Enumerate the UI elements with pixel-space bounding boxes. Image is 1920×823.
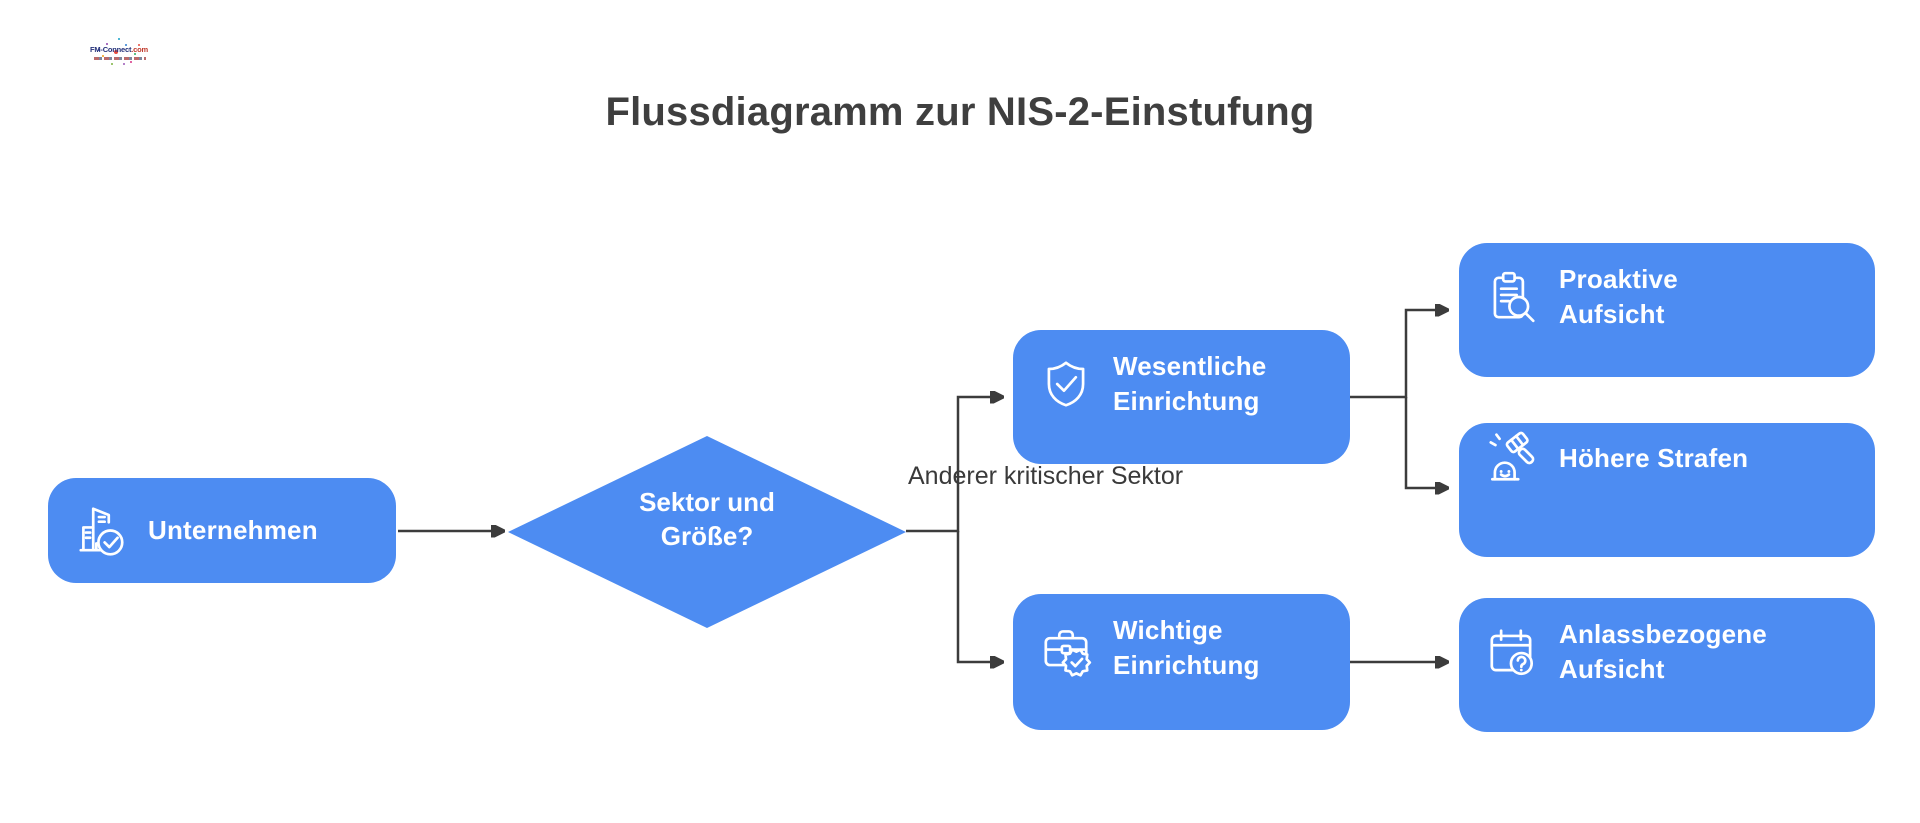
node-label: Unternehmen xyxy=(148,514,318,545)
fm-connect-logo: FM-Connect.com xyxy=(84,36,154,72)
node-proaktive-aufsicht: Proaktive Aufsicht xyxy=(1459,243,1875,377)
edge-decision-to-wichtige xyxy=(956,531,1002,662)
node-label: Höhere Strafen xyxy=(1559,442,1749,473)
edge-decision-to-wesentliche xyxy=(906,397,1002,533)
node-label: Proaktive Aufsicht xyxy=(1559,264,1678,329)
building-check-icon xyxy=(72,501,130,559)
node-wesentliche-einrichtung: Wesentliche Einrichtung xyxy=(1013,330,1350,464)
logo-starburst-icon xyxy=(114,50,118,54)
briefcase-badge-icon xyxy=(1037,619,1095,677)
decision-label: Sektor und Größe? xyxy=(639,487,775,551)
gavel-icon xyxy=(1483,429,1541,487)
node-anlassbezogene-aufsicht: Anlassbezogene Aufsicht xyxy=(1459,598,1875,732)
calendar-question-icon xyxy=(1483,623,1541,681)
clipboard-search-icon xyxy=(1483,268,1541,326)
logo-text: FM-Connect.com xyxy=(89,45,149,54)
node-hoehere-strafen: Höhere Strafen xyxy=(1459,423,1875,557)
logo-tagline xyxy=(94,57,146,60)
node-label: Anlassbezogene Aufsicht xyxy=(1559,619,1767,684)
shield-check-icon xyxy=(1037,355,1095,413)
node-unternehmen: Unternehmen xyxy=(48,478,396,583)
edge-label-anderer-kritischer-sektor: Anderer kritischer Sektor xyxy=(908,462,1184,490)
node-wichtige-einrichtung: Wichtige Einrichtung xyxy=(1013,594,1350,730)
node-label: Wesentliche Einrichtung xyxy=(1113,351,1267,416)
edge-wesentliche-to-proaktive xyxy=(1350,310,1447,399)
page-title: Flussdiagramm zur NIS-2-Einstufung xyxy=(605,90,1315,134)
edge-wesentliche-to-hoehere xyxy=(1404,397,1447,488)
node-label: Wichtige Einrichtung xyxy=(1113,615,1260,680)
